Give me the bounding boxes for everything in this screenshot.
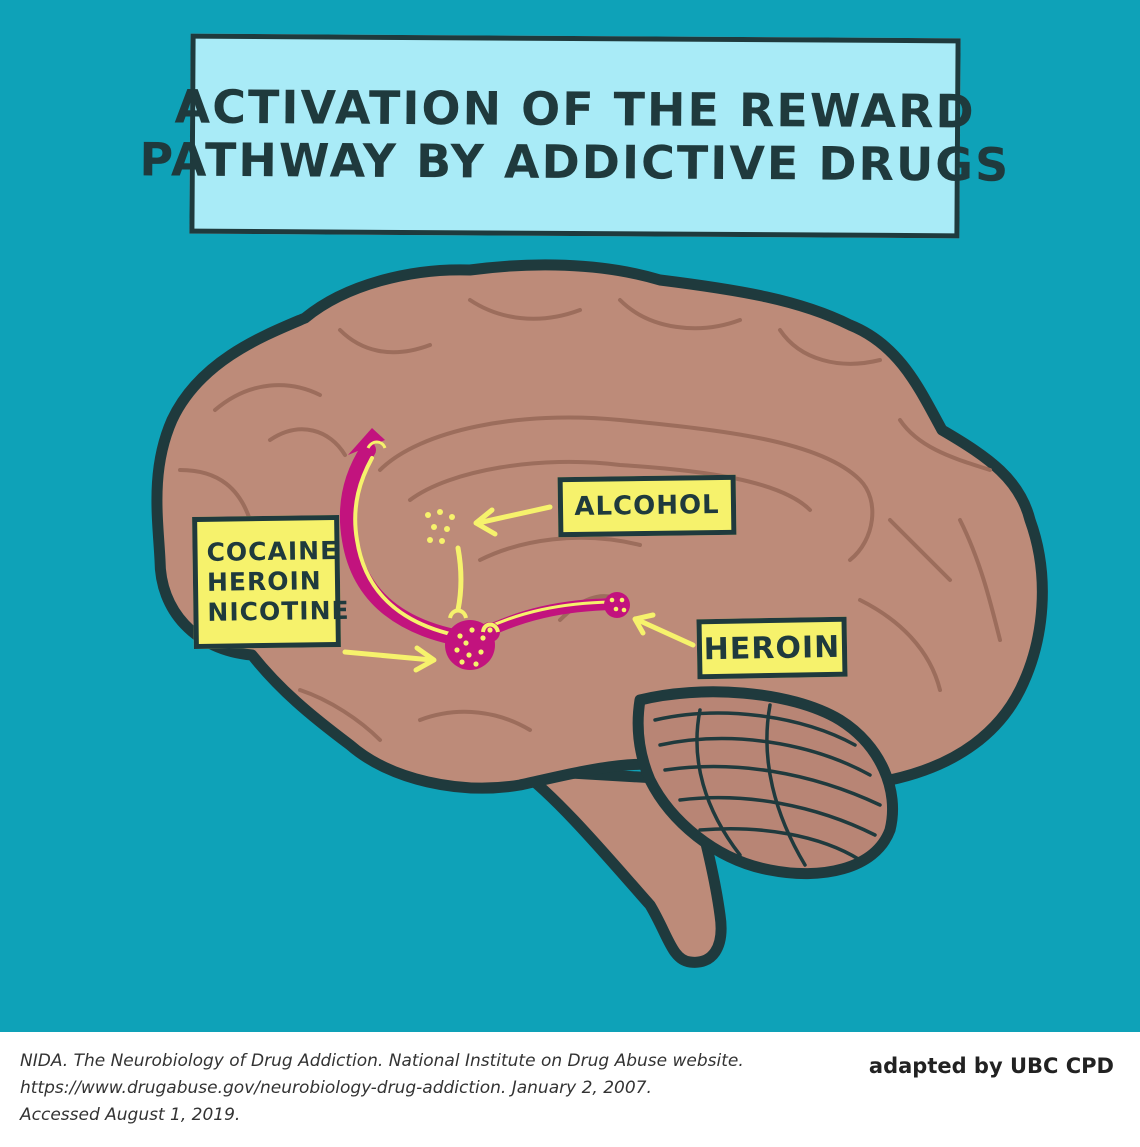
title-box: Activation of the Reward Pathway by Addi…	[139, 33, 1010, 239]
citation: NIDA. The Neurobiology of Drug Addiction…	[20, 1048, 840, 1129]
cerebellum-folds	[653, 703, 882, 867]
label-heroin-text: Heroin	[703, 629, 841, 667]
label-cocaine-heroin-nicotine: Cocaine Heroin Nicotine	[192, 514, 350, 650]
footer: NIDA. The Neurobiology of Drug Addiction…	[0, 1032, 1140, 1147]
arrow-alcohol	[473, 504, 553, 537]
label-heroin: Heroin	[696, 616, 848, 680]
citation-line-3: Accessed August 1, 2019.	[20, 1105, 241, 1125]
illustration-canvas: Activation of the Reward Pathway by Addi…	[0, 0, 1140, 1032]
arrow-cocaine-heroin-nicotine	[342, 645, 437, 673]
title-line-2: Pathway by Addictive Drugs	[139, 132, 1011, 192]
brain-folds	[178, 298, 1002, 742]
label-alcohol-text: Alcohol	[574, 489, 720, 523]
pathway-arrowhead	[348, 428, 385, 455]
reward-pathway	[339, 428, 630, 670]
arrow-heroin	[632, 612, 696, 648]
label-alcohol: Alcohol	[557, 474, 737, 538]
label-cocaine: Cocaine	[206, 535, 339, 567]
credit: adapted by UBC CPD	[868, 1054, 1114, 1078]
citation-line-1: NIDA. The Neurobiology of Drug Addiction…	[20, 1051, 744, 1071]
title-line-1: Activation of the Reward	[174, 79, 976, 139]
alcohol-neuron	[425, 509, 464, 613]
alcohol-particles	[425, 509, 455, 544]
label-heroin-left: Heroin	[206, 566, 322, 597]
label-nicotine: Nicotine	[207, 595, 350, 627]
citation-line-2: https://www.drugabuse.gov/neurobiology-d…	[20, 1078, 652, 1098]
